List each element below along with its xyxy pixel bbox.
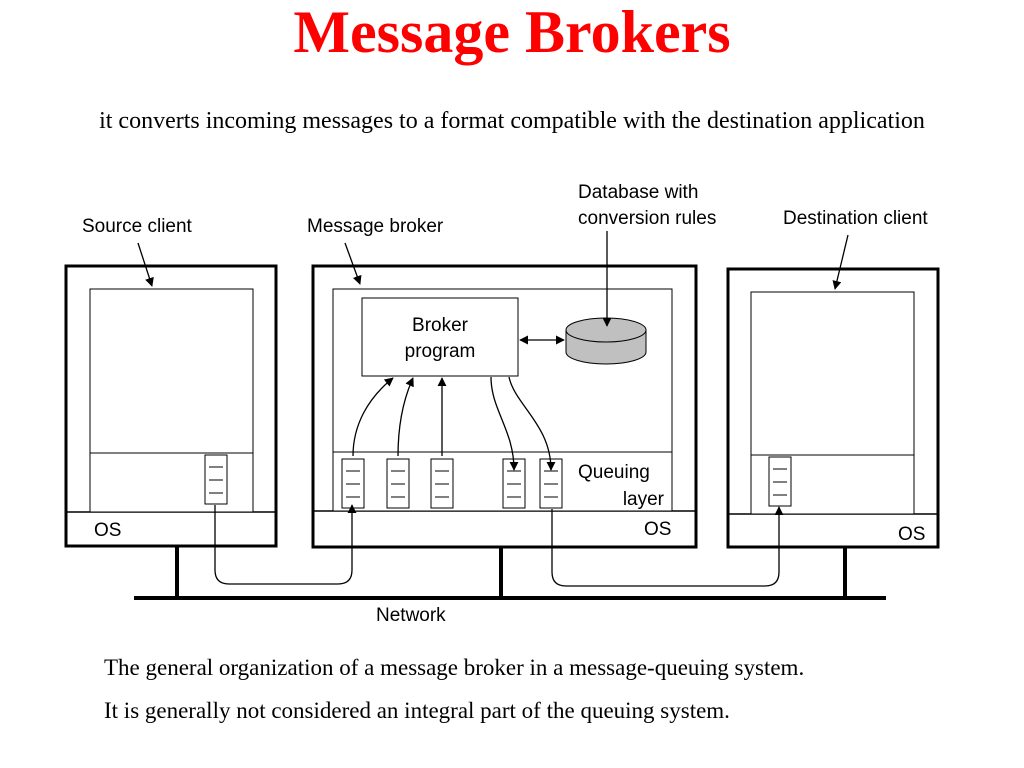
broker-to-destination-flow-arrow bbox=[551, 506, 784, 587]
broker-to-queue-arrow bbox=[490, 376, 519, 471]
caption-line-2: It is generally not considered an integr… bbox=[104, 698, 730, 723]
os-label-destination: OS bbox=[898, 524, 925, 545]
slide-subtitle: it converts incoming messages to a forma… bbox=[99, 108, 925, 134]
network-label: Network bbox=[376, 605, 446, 626]
os-label-source: OS bbox=[94, 520, 121, 541]
broker-queue-icon bbox=[539, 458, 563, 509]
message-broker-machine: Broker program Queuing layer OS bbox=[311, 264, 698, 549]
source-client-app-area bbox=[89, 288, 254, 513]
broker-queue-icon bbox=[430, 458, 454, 509]
destination-queue-icon bbox=[768, 456, 792, 507]
source-to-broker-flow-arrow bbox=[214, 504, 357, 585]
source-client-label: Source client bbox=[82, 216, 193, 237]
database-label-line2: conversion rules bbox=[578, 208, 716, 229]
destination-client-machine: OS bbox=[726, 267, 940, 549]
destination-client-pointer bbox=[832, 234, 849, 290]
queuing-layer-label-line2: layer bbox=[623, 489, 665, 510]
message-broker-label: Message broker bbox=[307, 216, 444, 237]
broker-to-queue-arrow bbox=[508, 376, 556, 471]
message-broker-pointer bbox=[344, 242, 362, 285]
caption-line-1: The general organization of a message br… bbox=[104, 655, 805, 680]
destination-client-label: Destination client bbox=[783, 208, 928, 229]
database-icon bbox=[565, 317, 647, 365]
os-label-broker: OS bbox=[644, 519, 671, 540]
queue-to-broker-arrow bbox=[397, 377, 414, 457]
queuing-layer-label-line1: Queuing bbox=[578, 462, 650, 483]
source-client-machine: OS bbox=[64, 264, 278, 548]
broker-queue-icon bbox=[341, 458, 365, 509]
database-label-line1: Database with bbox=[578, 182, 698, 203]
queue-to-broker-arrow bbox=[352, 377, 394, 457]
broker-program-label-line2: program bbox=[405, 341, 476, 362]
broker-program-label-line1: Broker bbox=[412, 315, 469, 336]
slide-title: Message Brokers bbox=[293, 0, 731, 65]
broker-program-box bbox=[361, 297, 519, 377]
source-queue-icon bbox=[204, 454, 228, 505]
broker-queue-icon bbox=[386, 458, 410, 509]
source-client-pointer bbox=[137, 242, 154, 287]
